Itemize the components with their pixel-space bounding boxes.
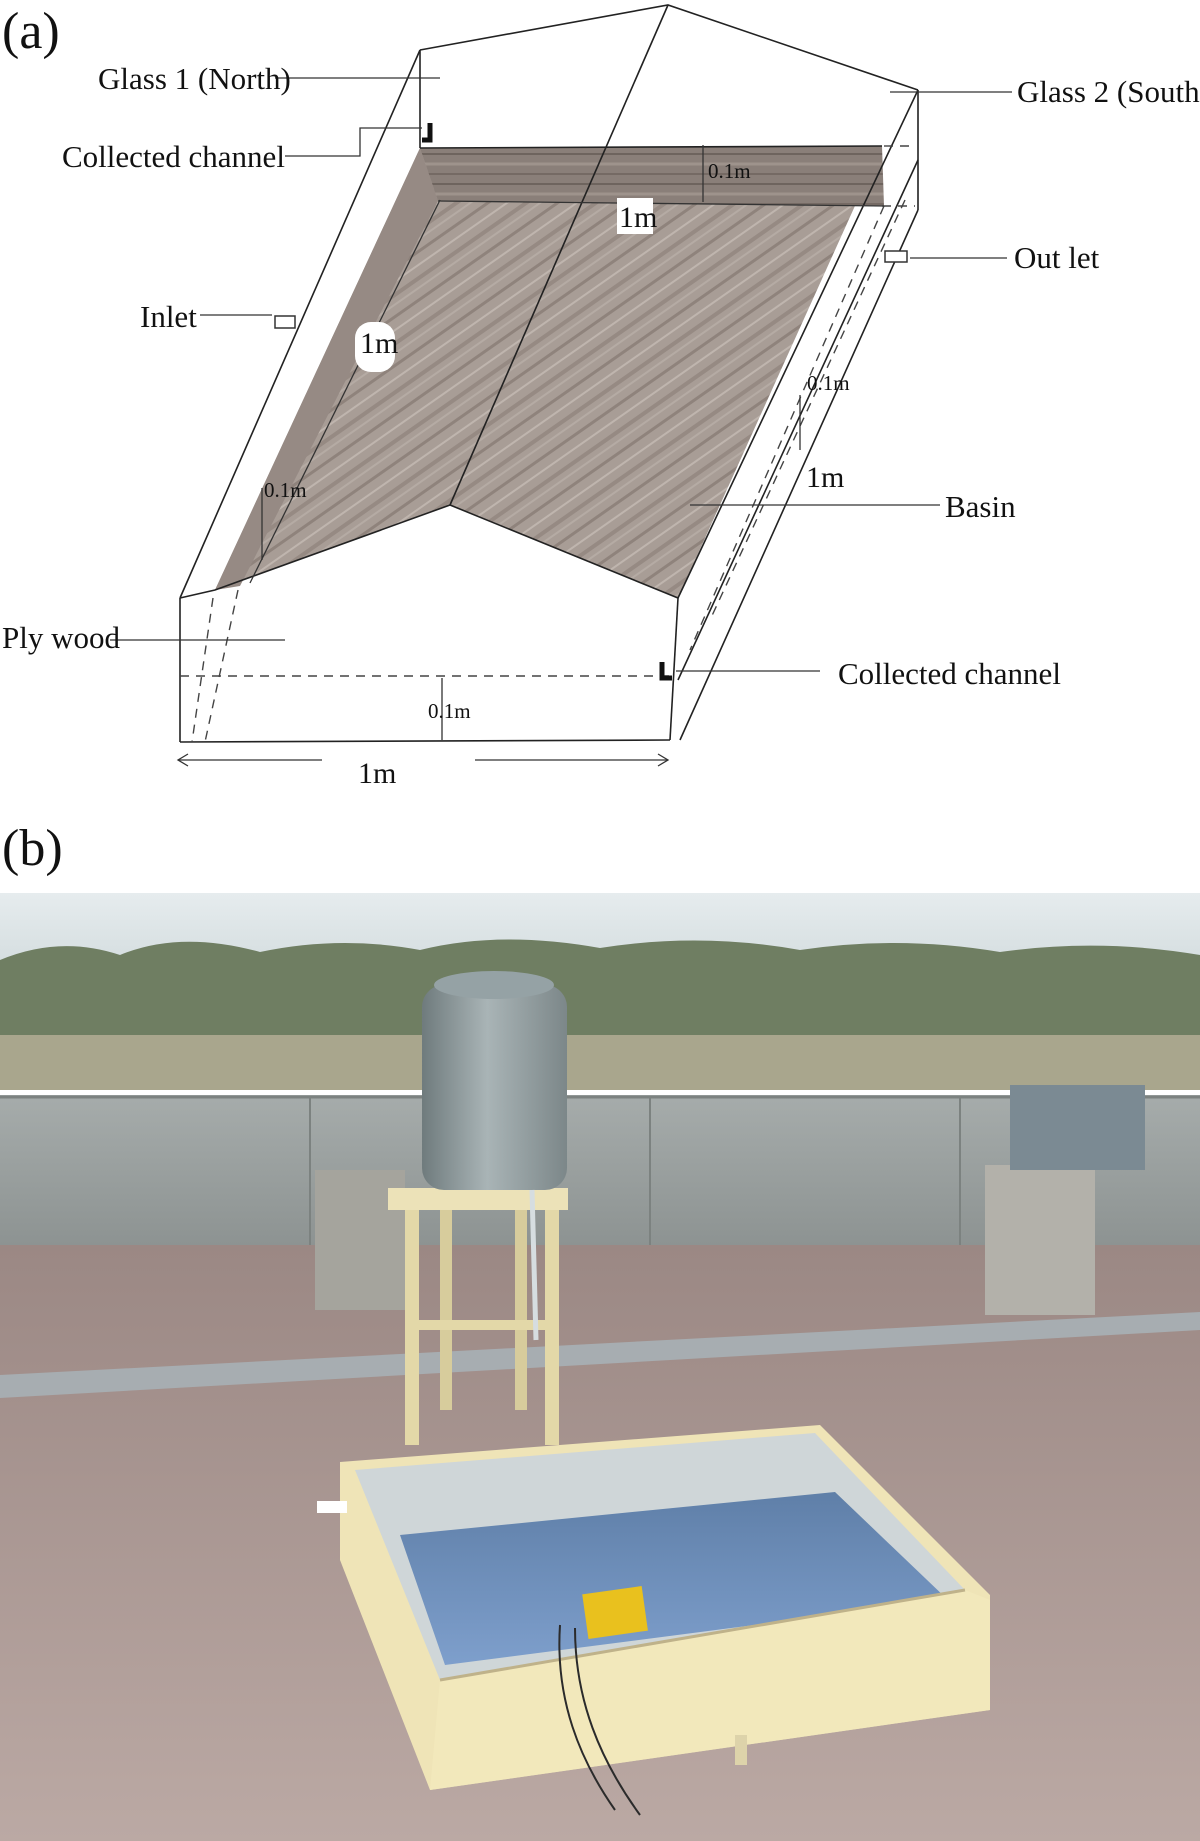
dim-front-width: 1m	[358, 757, 396, 790]
outlet-label: Out let	[1014, 240, 1100, 275]
fittings	[274, 123, 908, 681]
dim-top-width-bg	[617, 198, 653, 234]
dim-left-length: 1m	[360, 327, 398, 360]
collected-channel-bottom-label: Collected channel	[838, 656, 1061, 691]
frame-lines	[179, 4, 919, 743]
inlet-label: Inlet	[140, 299, 197, 334]
panel-a: (a)	[2, 3, 1200, 790]
dimension-markers	[176, 145, 801, 767]
basin-surface	[215, 146, 882, 598]
dim-front-height: 0.1m	[428, 699, 471, 723]
leader-lines	[110, 77, 1012, 672]
panel-a-label: (a)	[2, 3, 60, 60]
collected-channel-top-label: Collected channel	[62, 139, 285, 174]
back-inner-wall	[420, 146, 884, 206]
outlet-pipe	[884, 250, 908, 263]
dim-top-width: 1m	[619, 201, 657, 234]
water-tank-stand	[388, 1188, 568, 1445]
left-inner-wall	[215, 148, 438, 590]
glass-south-label: Glass 2 (South)	[1017, 74, 1200, 109]
panel-b: (b)	[0, 820, 1200, 1841]
solar-still-photo	[317, 1425, 990, 1816]
basin-label: Basin	[945, 489, 1016, 524]
plywood-label: Ply wood	[2, 620, 120, 655]
collected-channel-top-marker	[422, 123, 433, 143]
panel-b-label: (b)	[2, 820, 63, 877]
glass-north-label: Glass 1 (North)	[98, 61, 291, 96]
dim-left-height: 0.1m	[264, 478, 307, 502]
water-tank	[422, 971, 567, 1341]
dim-right-length: 1m	[806, 461, 844, 494]
dim-top-height: 0.1m	[708, 159, 751, 183]
dim-right-height: 0.1m	[807, 371, 850, 395]
collected-channel-bottom-marker	[659, 662, 672, 681]
dim-left-length-bg	[355, 322, 395, 372]
inlet-pipe	[274, 315, 296, 329]
